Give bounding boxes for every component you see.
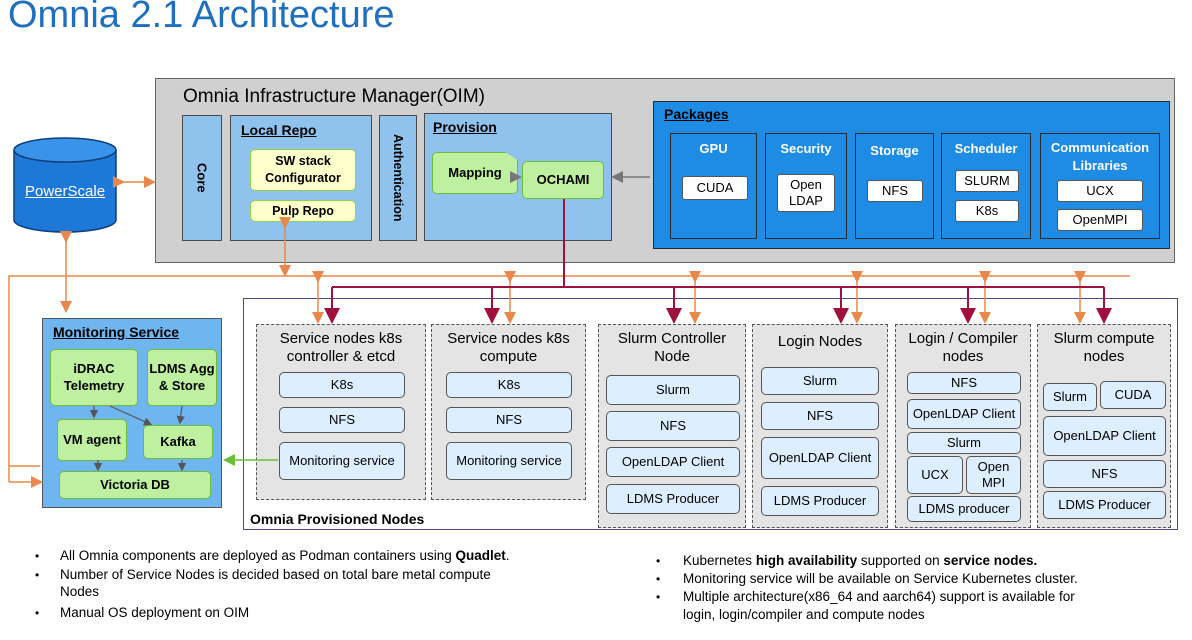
package-k8s: K8s bbox=[955, 200, 1019, 222]
bullet-item: Kubernetes high availability supported o… bbox=[683, 553, 1038, 568]
package-openldap: Open LDAP bbox=[777, 174, 835, 212]
node-item: NFS bbox=[761, 402, 879, 430]
bullet-dot: • bbox=[656, 572, 661, 586]
package-gpu-title: GPU bbox=[699, 141, 728, 156]
node-item: NFS bbox=[606, 411, 740, 441]
bullet-dot: • bbox=[35, 568, 40, 582]
ochami: OCHAMI bbox=[522, 161, 604, 199]
node-group-title: Login / Compiler nodes bbox=[908, 330, 1018, 365]
node-group-title: Slurm compute nodes bbox=[1053, 330, 1155, 365]
package-storage-title: Storage bbox=[870, 143, 919, 158]
authentication-label: Authentication bbox=[391, 134, 405, 222]
core-block: Core bbox=[182, 115, 222, 241]
node-item: LDMS Producer bbox=[606, 484, 740, 514]
node-group-title: Service nodes k8s controller & etcd bbox=[279, 330, 403, 365]
node-item: Slurm bbox=[1043, 383, 1097, 411]
node-item: NFS bbox=[446, 407, 572, 433]
node-item: OpenLDAP Client bbox=[1043, 416, 1166, 456]
package-cuda: CUDA bbox=[682, 176, 748, 200]
node-item: K8s bbox=[279, 372, 405, 398]
package-scheduler: Scheduler SLURM K8s bbox=[941, 133, 1031, 239]
package-slurm: SLURM bbox=[955, 170, 1019, 192]
core-label: Core bbox=[194, 163, 210, 193]
package-nfs: NFS bbox=[867, 180, 923, 202]
package-communication-title: Communication Libraries bbox=[1050, 140, 1150, 173]
node-group-title: Login Nodes bbox=[777, 333, 863, 350]
node-group-service-controller: Service nodes k8s controller & etcd K8s … bbox=[256, 324, 426, 500]
bullet-item-continuation: Nodes bbox=[60, 584, 100, 599]
local-repo-block: Local Repo SW stack Configurator Pulp Re… bbox=[230, 115, 372, 241]
monitoring-service-block: Monitoring Service iDRAC Telemetry LDMS … bbox=[42, 318, 222, 508]
bullet-dot: • bbox=[656, 554, 661, 568]
provisioned-nodes-title: Omnia Provisioned Nodes bbox=[250, 511, 425, 527]
node-group-service-compute: Service nodes k8s compute K8s NFS Monito… bbox=[431, 324, 586, 500]
vm-agent: VM agent bbox=[57, 419, 127, 461]
node-group-title: Service nodes k8s compute bbox=[447, 330, 570, 365]
package-openmpi: OpenMPI bbox=[1057, 209, 1143, 231]
node-item: Monitoring service bbox=[279, 442, 405, 480]
package-storage: Storage NFS bbox=[855, 133, 934, 239]
node-item: Monitoring service bbox=[446, 442, 572, 480]
oim-title: Omnia Infrastructure Manager(OIM) bbox=[183, 86, 485, 107]
package-ucx: UCX bbox=[1057, 180, 1143, 202]
mapping-doc: Mapping bbox=[432, 152, 518, 194]
local-repo-title: Local Repo bbox=[241, 122, 317, 138]
node-item: K8s bbox=[446, 372, 572, 398]
node-group-slurm-controller: Slurm Controller Node Slurm NFS OpenLDAP… bbox=[598, 324, 746, 528]
idrac-telemetry: iDRAC Telemetry bbox=[50, 349, 138, 406]
bullet-item: Multiple architecture(x86_64 and aarch64… bbox=[683, 589, 1075, 604]
bullet-item: Number of Service Nodes is decided based… bbox=[60, 567, 491, 582]
bullet-item: Manual OS deployment on OIM bbox=[60, 605, 250, 620]
node-item: NFS bbox=[279, 407, 405, 433]
node-item: NFS bbox=[907, 372, 1021, 394]
sw-stack-configurator: SW stack Configurator bbox=[250, 149, 356, 191]
provision-title: Provision bbox=[433, 119, 497, 135]
package-gpu: GPU CUDA bbox=[670, 133, 757, 239]
node-group-login-compiler: Login / Compiler nodes NFS OpenLDAP Clie… bbox=[895, 324, 1031, 528]
package-communication: Communication Libraries UCX OpenMPI bbox=[1040, 133, 1160, 239]
node-item: Slurm bbox=[761, 367, 879, 395]
node-group-login: Login Nodes Slurm NFS OpenLDAP Client LD… bbox=[752, 324, 888, 528]
packages-title: Packages bbox=[664, 106, 729, 122]
bullet-item-continuation: login, login/compiler and compute nodes bbox=[683, 607, 925, 622]
powerscale-cylinder-icon bbox=[13, 137, 117, 233]
node-item: Slurm bbox=[606, 375, 740, 405]
node-item: Open MPI bbox=[966, 456, 1021, 494]
node-item: LDMS Producer bbox=[1043, 491, 1166, 519]
node-item: LDMS producer bbox=[907, 496, 1021, 522]
monitoring-title: Monitoring Service bbox=[53, 324, 180, 340]
node-item: NFS bbox=[1043, 460, 1166, 488]
page-title: Omnia 2.1 Architecture bbox=[8, 0, 395, 36]
node-item: UCX bbox=[907, 456, 963, 494]
powerscale-label: PowerScale bbox=[25, 183, 106, 200]
node-item: Slurm bbox=[907, 432, 1021, 454]
ldms-agg-store: LDMS Agg & Store bbox=[147, 349, 217, 406]
node-item: CUDA bbox=[1100, 381, 1166, 409]
node-group-title: Slurm Controller Node bbox=[617, 330, 727, 365]
victoria-db: Victoria DB bbox=[59, 471, 211, 499]
kafka: Kafka bbox=[143, 425, 213, 459]
package-scheduler-title: Scheduler bbox=[954, 141, 1018, 156]
node-group-slurm-compute: Slurm compute nodes Slurm CUDA OpenLDAP … bbox=[1037, 324, 1171, 528]
bullet-item: Monitoring service will be available on … bbox=[683, 571, 1078, 586]
node-item: OpenLDAP Client bbox=[606, 447, 740, 477]
package-security-title: Security bbox=[780, 141, 832, 156]
bullet-dot: • bbox=[35, 549, 40, 563]
bullet-dot: • bbox=[656, 590, 661, 604]
bullet-dot: • bbox=[35, 606, 40, 620]
authentication-block: Authentication bbox=[379, 115, 417, 241]
node-item: OpenLDAP Client bbox=[907, 399, 1021, 429]
bullet-item: All Omnia components are deployed as Pod… bbox=[60, 548, 510, 563]
node-item: LDMS Producer bbox=[761, 486, 879, 516]
package-security: Security Open LDAP bbox=[765, 133, 847, 239]
node-item: OpenLDAP Client bbox=[761, 437, 879, 479]
pulp-repo: Pulp Repo bbox=[250, 200, 356, 222]
